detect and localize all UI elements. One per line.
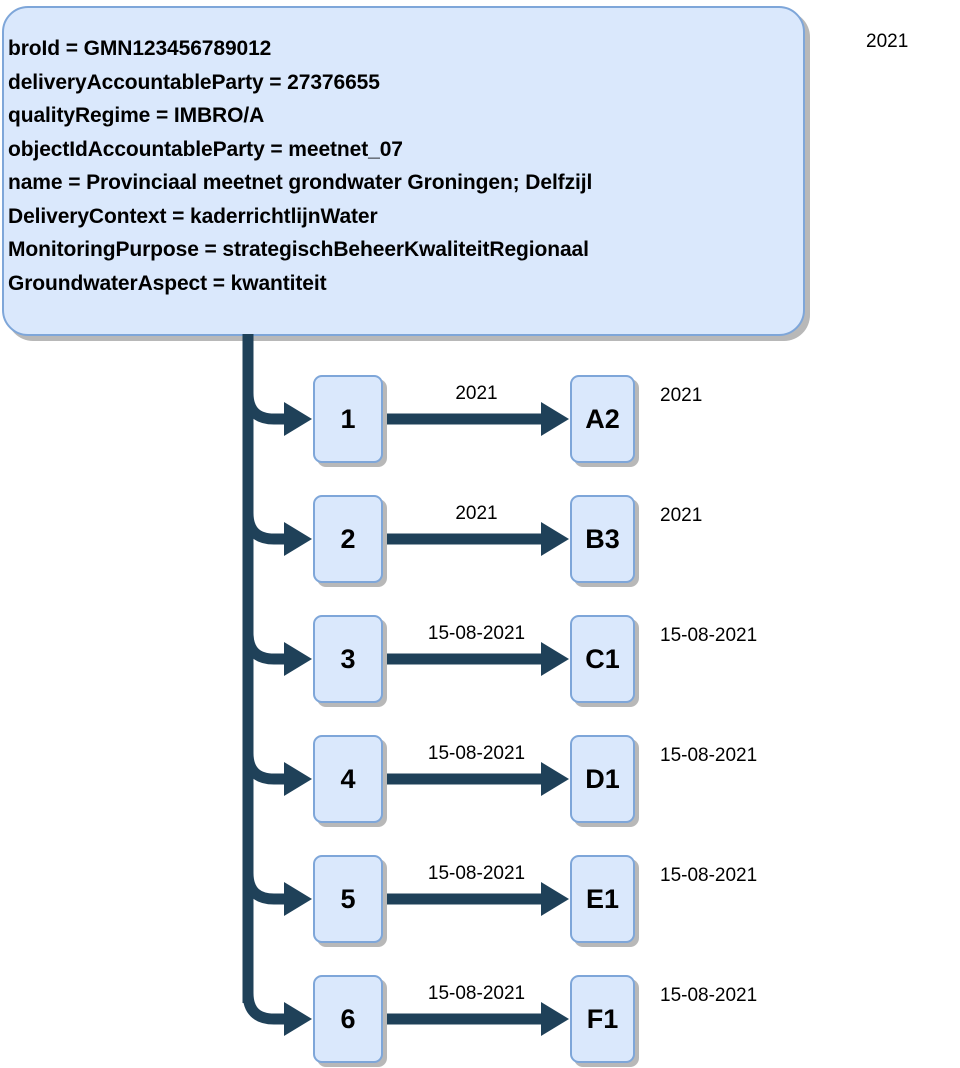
tube-node-d1[interactable]: D1 xyxy=(570,735,635,823)
diagram-row: 2 2021 B3 2021 xyxy=(0,495,960,587)
root-attribute-qualityregime: qualityRegime = IMBRO/A xyxy=(8,104,265,127)
edge-label-5: 15-08-2021 xyxy=(427,863,526,884)
diagram-row: 4 15-08-2021 D1 15-08-2021 xyxy=(0,735,960,827)
diagram-row: 1 2021 A2 2021 xyxy=(0,375,960,467)
root-attribute-monitoringpurpose: MonitoringPurpose = strategischBeheerKwa… xyxy=(8,238,589,261)
root-attribute-list: broId = GMN123456789012 deliveryAccounta… xyxy=(8,32,795,300)
measurement-node-1[interactable]: 1 xyxy=(313,375,383,463)
tube-node-e1[interactable]: E1 xyxy=(570,855,635,943)
root-trailing-label: 2021 xyxy=(866,31,909,52)
root-information-box: broId = GMN123456789012 deliveryAccounta… xyxy=(2,6,805,336)
trailing-label-1: 2021 xyxy=(660,385,703,406)
root-attribute-objectidaccountableparty: objectIdAccountableParty = meetnet_07 xyxy=(8,137,403,161)
diagram-row: 3 15-08-2021 C1 15-08-2021 xyxy=(0,615,960,707)
measurement-node-5[interactable]: 5 xyxy=(313,855,383,943)
tube-node-c1[interactable]: C1 xyxy=(570,615,635,703)
root-attribute-deliverycontext: DeliveryContext = kaderrichtlijnWater xyxy=(8,204,378,228)
measurement-node-3[interactable]: 3 xyxy=(313,615,383,703)
trailing-label-2: 2021 xyxy=(660,505,703,526)
edge-label-3: 15-08-2021 xyxy=(427,623,526,644)
root-attribute-name: name = Provinciaal meetnet grondwater Gr… xyxy=(8,171,593,194)
trailing-label-5: 15-08-2021 xyxy=(660,865,758,886)
tube-node-f1[interactable]: F1 xyxy=(570,975,635,1063)
tube-node-b3[interactable]: B3 xyxy=(570,495,635,583)
trailing-label-6: 15-08-2021 xyxy=(660,985,758,1006)
edge-label-4: 15-08-2021 xyxy=(427,743,526,764)
edge-label-2: 2021 xyxy=(455,503,498,524)
edge-label-1: 2021 xyxy=(455,383,498,404)
trailing-label-4: 15-08-2021 xyxy=(660,745,758,766)
trailing-label-3: 15-08-2021 xyxy=(660,625,758,646)
measurement-node-2[interactable]: 2 xyxy=(313,495,383,583)
root-attribute-groundwateraspect: GroundwaterAspect = kwantiteit xyxy=(8,271,327,295)
measurement-node-4[interactable]: 4 xyxy=(313,735,383,823)
tube-node-a2[interactable]: A2 xyxy=(570,375,635,463)
measurement-node-6[interactable]: 6 xyxy=(313,975,383,1063)
diagram-row: 6 15-08-2021 F1 15-08-2021 xyxy=(0,975,960,1067)
diagram-row: 5 15-08-2021 E1 15-08-2021 xyxy=(0,855,960,947)
root-attribute-deliveryaccountableparty: deliveryAccountableParty = 27376655 xyxy=(8,70,380,94)
root-attribute-broid: broId = GMN123456789012 xyxy=(8,37,272,60)
edge-label-6: 15-08-2021 xyxy=(427,983,526,1004)
